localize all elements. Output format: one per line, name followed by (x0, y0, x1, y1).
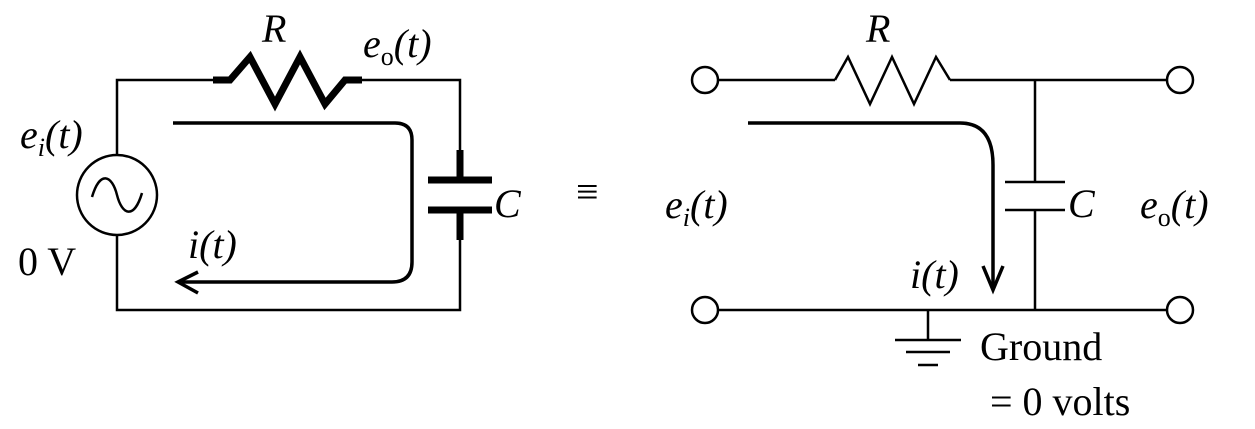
right-input-label: ei(t) (665, 182, 728, 232)
right-output-label: eo(t) (1140, 182, 1209, 232)
left-output-label: eo(t) (363, 21, 432, 71)
right-wires (718, 78, 1167, 340)
right-resistor (833, 54, 952, 107)
ground-label: Ground (980, 324, 1102, 369)
terminal-output-top (1165, 65, 1195, 95)
ground-icon (895, 338, 961, 367)
sine-wave-icon (90, 177, 144, 213)
terminal-input-top (690, 65, 720, 95)
terminal-input-bottom (690, 295, 720, 325)
right-current-arrow (748, 121, 995, 288)
right-capacitor (1005, 180, 1065, 212)
right-resistor-label: R (865, 6, 890, 51)
right-current-arrowhead-icon (981, 265, 1005, 295)
right-circuit: R ei(t) eo(t) C i(t) Ground = 0 volts (665, 6, 1209, 424)
left-wires (115, 78, 462, 312)
left-resistor-label: R (261, 6, 286, 51)
left-input-label: ei(t) (20, 112, 83, 162)
left-resistor (213, 49, 362, 112)
source-reference-label: 0 V (18, 239, 76, 284)
ground-value-label: = 0 volts (990, 379, 1130, 424)
right-current-label: i(t) (910, 252, 959, 297)
left-current-arrowhead-icon (174, 270, 199, 295)
left-current-label: i(t) (188, 222, 237, 267)
terminal-output-bottom (1165, 295, 1195, 325)
equivalence-symbol: ≡ (576, 169, 599, 214)
left-capacitor (428, 150, 492, 240)
left-circuit: R eo(t) ei(t) 0 V C i(t) (18, 6, 522, 312)
left-capacitor-label: C (494, 181, 522, 226)
ac-source-icon (75, 153, 159, 237)
left-current-arrow (173, 121, 414, 284)
right-capacitor-label: C (1068, 181, 1096, 226)
